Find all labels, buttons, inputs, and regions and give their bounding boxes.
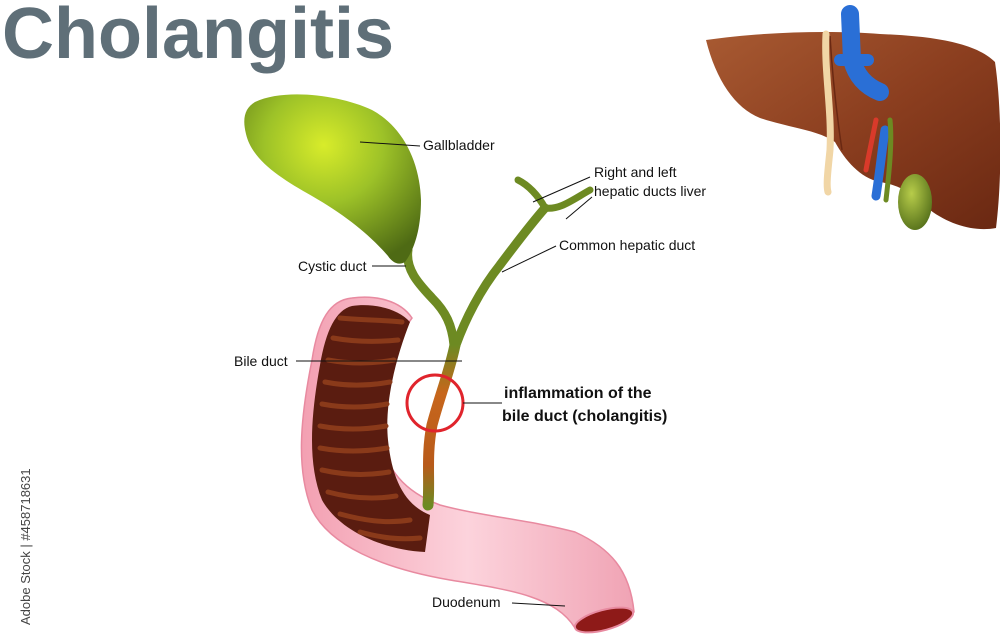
duodenum-opening	[573, 606, 635, 634]
liver-shape	[706, 32, 1000, 230]
label-inflammation-line1: inflammation of the	[504, 385, 652, 402]
gallbladder-leader	[359, 141, 421, 147]
cystic-duct-path	[403, 245, 459, 350]
common-bile-duct-path	[422, 339, 461, 511]
label-bile-duct: Bile duct	[234, 353, 288, 369]
liver-illustration	[706, 5, 1000, 230]
leader-lines	[296, 141, 593, 607]
small-artery	[863, 117, 879, 173]
label-gallbladder: Gallbladder	[423, 137, 495, 153]
label-duodenum: Duodenum	[432, 594, 501, 610]
watermark-text: Adobe Stock | #458718631	[18, 468, 33, 625]
common-hepatic-duct-path	[451, 203, 550, 350]
right-hepatic-duct-path	[514, 176, 549, 212]
small-duct	[883, 117, 894, 203]
labels: Gallbladder Right and left hepatic ducts…	[234, 137, 706, 610]
hepatic-duct-right-leader	[532, 176, 591, 203]
duodenum-leader	[511, 602, 566, 607]
label-cystic-duct: Cystic duct	[298, 258, 367, 274]
small-vein	[871, 125, 890, 201]
label-hepatic-ducts-line1: Right and left	[594, 164, 677, 180]
label-hepatic-ducts-line2: hepatic ducts liver	[594, 183, 706, 199]
liver-lobe-line	[829, 35, 843, 151]
label-inflammation-line2: bile duct (cholangitis)	[502, 408, 667, 425]
left-hepatic-duct-path	[541, 186, 594, 212]
duodenum	[300, 296, 635, 634]
small-gallbladder	[898, 174, 932, 230]
common-hepatic-leader	[501, 245, 557, 273]
ligament	[822, 30, 834, 196]
bile-ducts	[403, 176, 594, 511]
gallbladder	[244, 94, 421, 264]
hepatic-duct-left-leader	[565, 196, 593, 220]
page-title: Cholangitis	[2, 0, 394, 74]
label-common-hepatic-duct: Common hepatic duct	[559, 237, 695, 253]
